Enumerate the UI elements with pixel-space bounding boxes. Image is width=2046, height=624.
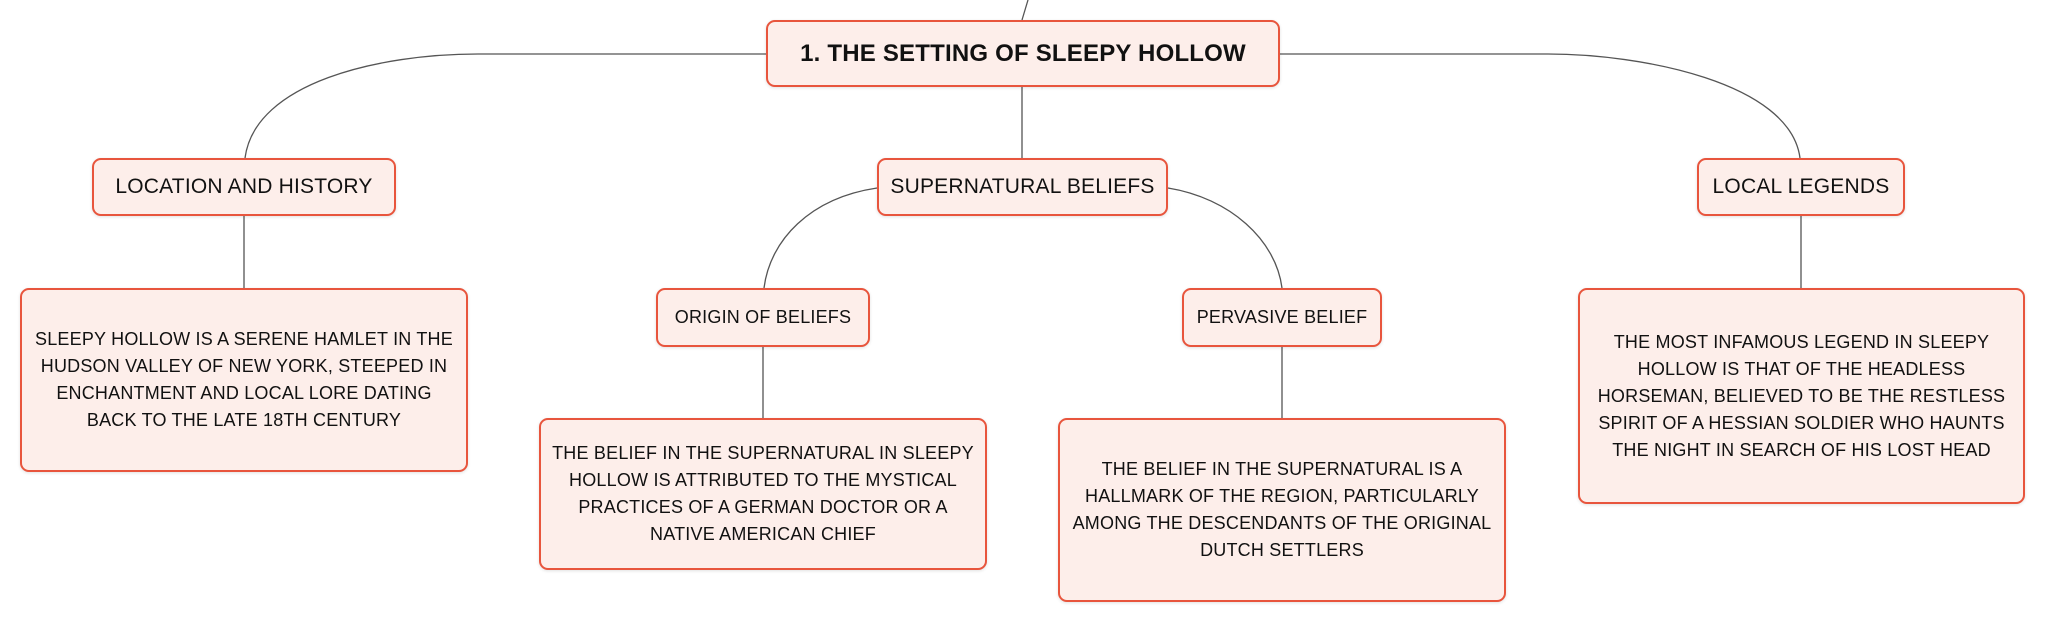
detail-location-and-history[interactable]: SLEEPY HOLLOW IS A SERENE HAMLET IN THE …	[20, 288, 468, 472]
connector-root-to-location	[244, 53, 766, 159]
branch-supernatural-beliefs[interactable]: SUPERNATURAL BELIEFS	[877, 158, 1168, 216]
branch-title: LOCAL LEGENDS	[1712, 175, 1890, 198]
connector-parent-to-root	[1021, 0, 1029, 21]
sub-branch-pervasive-belief[interactable]: PERVASIVE BELIEF	[1182, 288, 1382, 347]
detail-text: THE MOST INFAMOUS LEGEND IN SLEEPY HOLLO…	[1597, 331, 2006, 460]
detail-text: THE BELIEF IN THE SUPERNATURAL IS A HALL…	[1072, 459, 1492, 560]
detail-text: THE BELIEF IN THE SUPERNATURAL IN SLEEPY…	[552, 443, 974, 544]
branch-local-legends[interactable]: LOCAL LEGENDS	[1697, 158, 1905, 216]
connector-supernatural-to-pervasive	[1167, 187, 1283, 289]
connector-root-to-legends	[1280, 53, 1801, 159]
detail-pervasive-belief[interactable]: THE BELIEF IN THE SUPERNATURAL IS A HALL…	[1058, 418, 1506, 602]
connector-supernatural-to-origin	[763, 187, 878, 289]
root-title: 1. THE SETTING OF SLEEPY HOLLOW	[800, 39, 1246, 67]
branch-title: LOCATION AND HISTORY	[115, 175, 373, 198]
branch-location-and-history[interactable]: LOCATION AND HISTORY	[92, 158, 396, 216]
sub-branch-title: PERVASIVE BELIEF	[1196, 307, 1368, 327]
detail-origin-of-beliefs[interactable]: THE BELIEF IN THE SUPERNATURAL IN SLEEPY…	[539, 418, 987, 570]
sub-branch-origin-of-beliefs[interactable]: ORIGIN OF BELIEFS	[656, 288, 870, 347]
sub-branch-title: ORIGIN OF BELIEFS	[674, 307, 852, 327]
branch-title: SUPERNATURAL BELIEFS	[890, 175, 1155, 198]
detail-local-legends[interactable]: THE MOST INFAMOUS LEGEND IN SLEEPY HOLLO…	[1578, 288, 2025, 504]
detail-text: SLEEPY HOLLOW IS A SERENE HAMLET IN THE …	[35, 329, 453, 430]
root-node[interactable]: 1. THE SETTING OF SLEEPY HOLLOW	[766, 20, 1280, 87]
